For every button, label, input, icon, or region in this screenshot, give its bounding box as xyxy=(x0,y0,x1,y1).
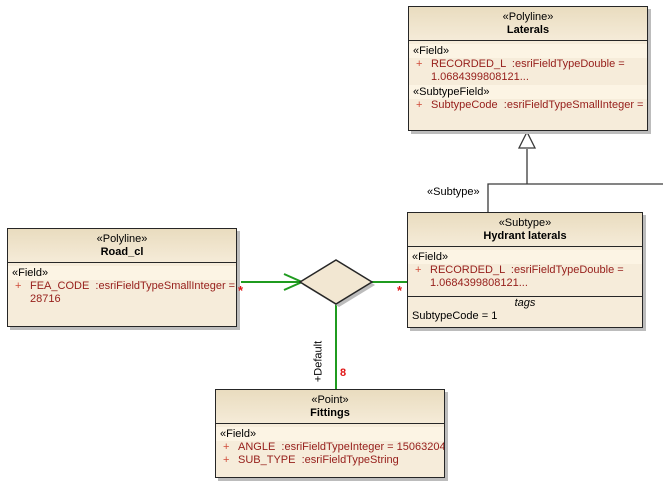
hydrant-tags-compartment: tags SubtypeCode = 1 xyxy=(408,296,642,323)
fittings-stereotype: «Point» xyxy=(311,394,349,406)
fittings-attributes: «Field» + ANGLE :esriFieldTypeInteger = … xyxy=(216,424,444,467)
roadcl-attr-fea-code-value: 28716 xyxy=(30,293,61,305)
generalization-line-hydrant[interactable] xyxy=(487,183,663,212)
hydrant-attributes: «Field» + RECORDED_L :esriFieldTypeDoubl… xyxy=(408,247,642,296)
roadcl-attributes: «Field» + FEA_CODE :esriFieldTypeSmallIn… xyxy=(8,263,236,306)
default-role-multiplicity-label[interactable]: 8 xyxy=(340,367,347,379)
visibility-plus: + xyxy=(15,280,22,292)
class-laterals[interactable]: «Polyline» Laterals «Field» + RECORDED_L… xyxy=(408,6,648,131)
visibility-plus: + xyxy=(415,264,422,276)
attr-text: RECORDED_L :esriFieldTypeDouble = xyxy=(431,58,625,70)
attr-text: SubtypeCode :esriFieldTypeSmallInteger =… xyxy=(431,99,648,111)
attr-text: RECORDED_L :esriFieldTypeDouble = xyxy=(430,264,624,276)
class-road-cl[interactable]: «Polyline» Road_cl «Field» + FEA_CODE :e… xyxy=(7,228,237,327)
laterals-stereotype: «Polyline» xyxy=(502,11,554,23)
visibility-plus: + xyxy=(223,441,230,453)
hydrant-tag-subtypecode: SubtypeCode = 1 xyxy=(412,310,498,322)
laterals-field-header: «Field» xyxy=(409,44,647,58)
hydrant-name: Hydrant laterals xyxy=(483,230,567,242)
tags-title: tags xyxy=(514,297,536,309)
laterals-attr-recorded-l-value: 1.0684399808121... xyxy=(431,71,529,83)
laterals-attr-subtypecode[interactable]: + SubtypeCode :esriFieldTypeSmallInteger… xyxy=(409,99,647,112)
fittings-field-header: «Field» xyxy=(216,427,444,441)
fittings-title: «Point» Fittings xyxy=(216,390,444,424)
hydrant-attr-recorded-l-value: 1.0684399808121... xyxy=(430,277,528,289)
fittings-attr-sub-type[interactable]: + SUB_TYPE :esriFieldTypeString xyxy=(216,454,444,467)
roadcl-multiplicity-label[interactable]: * xyxy=(238,283,244,298)
laterals-subtypefield-header: «SubtypeField» xyxy=(409,85,647,99)
roadcl-field-header: «Field» xyxy=(8,266,236,280)
attr-text: ANGLE :esriFieldTypeInteger = 150632044 xyxy=(238,441,445,453)
generalization-triangle-arrow[interactable] xyxy=(517,130,537,149)
class-hydrant-laterals[interactable]: «Subtype» Hydrant laterals «Field» + REC… xyxy=(407,212,643,328)
default-role-label[interactable]: +Default xyxy=(312,340,325,383)
roadcl-name: Road_cl xyxy=(100,246,144,258)
roadcl-stereotype: «Polyline» xyxy=(96,233,148,245)
hydrant-multiplicity-label[interactable]: * xyxy=(397,283,403,298)
visibility-plus: + xyxy=(223,454,230,466)
hydrant-attr-recorded-l[interactable]: + RECORDED_L :esriFieldTypeDouble = xyxy=(408,264,642,277)
nary-association-diamond[interactable] xyxy=(298,259,374,305)
hydrant-title: «Subtype» Hydrant laterals xyxy=(408,213,642,247)
generalization-subtype-label[interactable]: «Subtype» xyxy=(427,186,480,198)
roadcl-attr-fea-code[interactable]: + FEA_CODE :esriFieldTypeSmallInteger = xyxy=(8,280,236,293)
laterals-attr-recorded-l[interactable]: + RECORDED_L :esriFieldTypeDouble = xyxy=(409,58,647,71)
attr-text: FEA_CODE :esriFieldTypeSmallInteger = xyxy=(30,280,236,292)
visibility-plus: + xyxy=(416,58,423,70)
visibility-plus: + xyxy=(416,99,423,111)
roadcl-title: «Polyline» Road_cl xyxy=(8,229,236,263)
attr-text: SUB_TYPE :esriFieldTypeString xyxy=(238,454,399,466)
fittings-name: Fittings xyxy=(310,407,350,419)
laterals-attributes: «Field» + RECORDED_L :esriFieldTypeDoubl… xyxy=(409,41,647,112)
hydrant-stereotype: «Subtype» xyxy=(498,217,552,229)
hydrant-field-header: «Field» xyxy=(408,250,642,264)
laterals-name: Laterals xyxy=(506,24,550,36)
laterals-title: «Polyline» Laterals xyxy=(409,7,647,41)
fittings-attr-angle[interactable]: + ANGLE :esriFieldTypeInteger = 15063204… xyxy=(216,441,444,454)
class-fittings[interactable]: «Point» Fittings «Field» + ANGLE :esriFi… xyxy=(215,389,445,478)
